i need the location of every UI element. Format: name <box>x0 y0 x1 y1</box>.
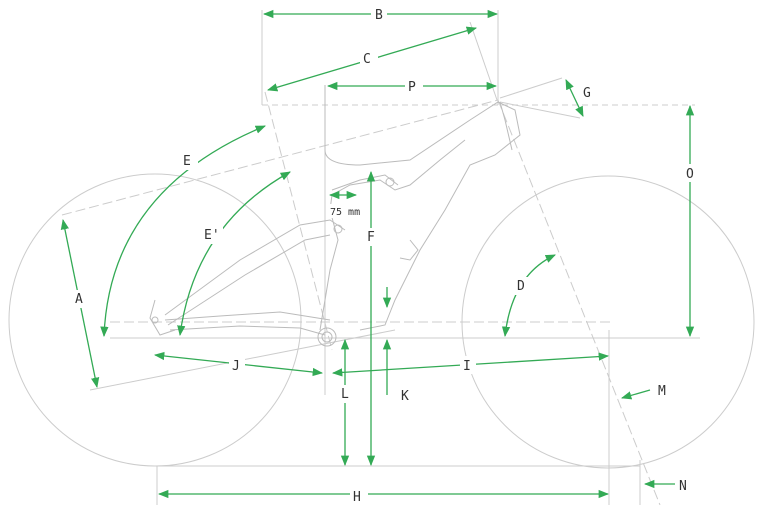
label-h: H <box>353 490 361 505</box>
label-a: A <box>75 292 83 307</box>
label-g: G <box>583 86 591 101</box>
label-backgrounds <box>72 6 699 506</box>
dim-g-arrow <box>565 79 584 117</box>
label-m: M <box>658 384 666 399</box>
label-c: C <box>363 52 371 67</box>
label-k: K <box>401 389 409 404</box>
dimension-labels: B C P G O E E' A 75 mm F J I D L K H M N <box>75 8 694 505</box>
label-f: F <box>367 230 375 245</box>
dim-d-arc <box>501 254 556 338</box>
label-j: J <box>232 359 240 374</box>
label-travel: 75 mm <box>330 207 360 218</box>
label-d: D <box>517 279 525 294</box>
label-e: E <box>183 154 191 169</box>
label-p: P <box>408 80 416 95</box>
label-l: L <box>341 387 349 402</box>
dim-e-arc <box>100 125 266 338</box>
label-i: I <box>463 359 471 374</box>
label-b: B <box>375 8 383 23</box>
label-o: O <box>686 167 694 182</box>
dim-e-prime-arc <box>177 171 291 337</box>
rear-wheel <box>8 173 302 467</box>
label-n: N <box>679 479 687 494</box>
reference-lines <box>61 10 700 506</box>
dim-m-arrow <box>621 389 651 400</box>
label-e-prime: E' <box>204 228 220 243</box>
